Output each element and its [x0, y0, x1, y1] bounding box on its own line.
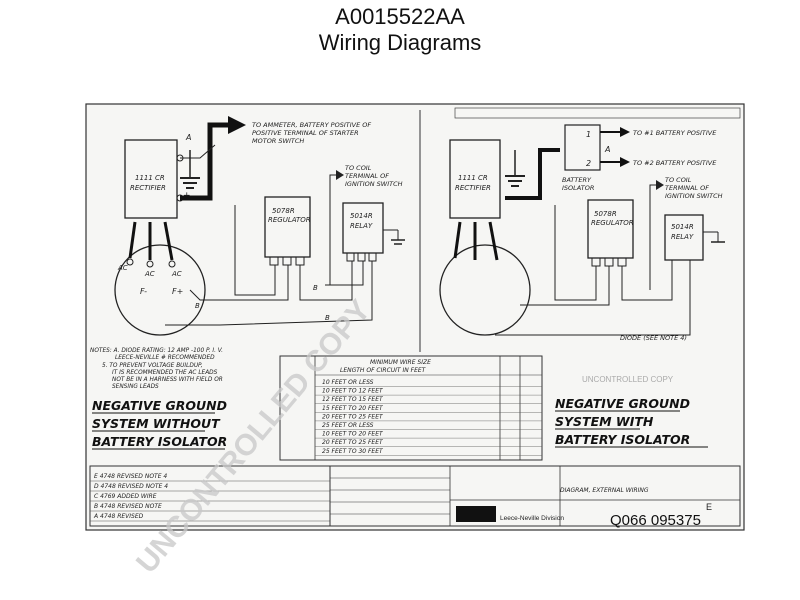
drawing-number: Q066 095375 — [610, 512, 701, 529]
arrow-icon — [228, 116, 246, 134]
svg-text:LENGTH OF CIRCUIT IN FEET: LENGTH OF CIRCUIT IN FEET — [340, 367, 427, 374]
svg-text:TO #2 BATTERY POSITIVE: TO #2 BATTERY POSITIVE — [633, 159, 717, 167]
left-rectifier-label: 1111 CR — [135, 174, 165, 182]
svg-text:1111 CR: 1111 CR — [458, 174, 488, 182]
table-row: 15 FEET TO 20 FEET — [322, 405, 384, 412]
svg-text:B: B — [325, 314, 330, 322]
svg-text:POSITIVE TERMINAL OF STARTER: POSITIVE TERMINAL OF STARTER — [252, 129, 359, 137]
title-block: DIAGRAM, EXTERNAL WIRING Leece-Neville D… — [329, 465, 741, 529]
left-caption-2: SYSTEM WITHOUT — [92, 416, 221, 431]
svg-text:F+: F+ — [172, 287, 183, 296]
svg-text:A: A — [185, 133, 191, 142]
company-name: Leece-Neville Division — [500, 515, 564, 522]
notes-block: NOTES: A. DIODE RATING: 12 AMP -100 P. I… — [90, 348, 223, 390]
right-caption-1: NEGATIVE GROUND — [555, 396, 690, 411]
left-rectifier — [124, 139, 178, 219]
svg-text:5. TO PREVENT VOLTAGE BUILDUP,: 5. TO PREVENT VOLTAGE BUILDUP, — [102, 363, 203, 369]
left-diagram: 1111 CR RECTIFIER A + TO AMMETER, BATTER… — [114, 116, 405, 336]
svg-text:RELAY: RELAY — [671, 233, 694, 241]
svg-text:IGNITION SWITCH: IGNITION SWITCH — [665, 192, 723, 200]
svg-text:SENSING LEADS: SENSING LEADS — [112, 384, 159, 390]
watermark-stamp: UNCONTROLLED COPY — [582, 375, 674, 384]
svg-text:TO COIL: TO COIL — [345, 164, 372, 172]
revision-row: B 4748 REVISED NOTE — [94, 503, 162, 510]
svg-text:NOTES: A. DIODE RATING: 12 AMP: NOTES: A. DIODE RATING: 12 AMP -100 P. I… — [90, 348, 223, 354]
table-row: 25 FEET TO 30 FEET — [322, 448, 384, 455]
battery-isolator — [564, 124, 601, 171]
left-alternator — [114, 244, 206, 336]
table-row: 20 FEET TO 25 FEET — [322, 439, 384, 446]
left-rectifier-label2: RECTIFIER — [130, 184, 166, 192]
table-row: 20 FEET TO 25 FEET — [322, 413, 384, 420]
svg-text:AC: AC — [117, 264, 128, 272]
revision-row: C 4769 ADDED WIRE — [94, 493, 157, 500]
svg-text:NOT BE IN A HARNESS WITH FIELD: NOT BE IN A HARNESS WITH FIELD OR — [112, 377, 223, 383]
svg-text:AC: AC — [171, 270, 182, 278]
svg-text:5014R: 5014R — [350, 212, 373, 220]
title-diagram: DIAGRAM, EXTERNAL WIRING — [560, 487, 649, 494]
table-row: 10 FEET TO 20 FEET — [322, 431, 384, 438]
svg-text:IGNITION SWITCH: IGNITION SWITCH — [345, 180, 403, 188]
right-diagram: 1111 CR RECTIFIER 1 2 A BATTERY ISOLATOR… — [439, 124, 725, 342]
svg-text:RECTIFIER: RECTIFIER — [455, 184, 491, 192]
svg-text:RELAY: RELAY — [350, 222, 373, 230]
left-ammeter-note: TO AMMETER, BATTERY POSITIVE OF — [252, 121, 371, 129]
left-caption-1: NEGATIVE GROUND — [92, 398, 227, 413]
diode-note: DIODE (SEE NOTE 4) — [620, 334, 687, 342]
revision-strip — [454, 107, 741, 119]
right-caption-3: BATTERY ISOLATOR — [555, 432, 690, 447]
right-rectifier — [449, 139, 501, 219]
table-row: 25 FEET OR LESS — [322, 422, 374, 429]
right-caption-2: SYSTEM WITH — [555, 414, 654, 429]
svg-text:5014R: 5014R — [671, 223, 694, 231]
svg-text:TO #1 BATTERY POSITIVE: TO #1 BATTERY POSITIVE — [633, 129, 717, 137]
svg-text:MINIMUM WIRE SIZE: MINIMUM WIRE SIZE — [370, 359, 431, 366]
svg-text:AC: AC — [144, 270, 155, 278]
revision-row: E 4748 REVISED NOTE 4 — [94, 473, 167, 480]
svg-text:BATTERY: BATTERY — [562, 176, 592, 184]
left-output-wire — [180, 122, 230, 201]
svg-text:1: 1 — [586, 130, 591, 139]
svg-text:5078R: 5078R — [272, 207, 295, 215]
drawing-code: A0015522AA — [335, 4, 465, 29]
revision-row: D 4748 REVISED NOTE 4 — [94, 483, 168, 490]
svg-text:B: B — [313, 284, 318, 292]
svg-text:REGULATOR: REGULATOR — [268, 216, 311, 224]
wire-size-table: MINIMUM WIRE SIZE LENGTH OF CIRCUIT IN F… — [279, 355, 543, 461]
svg-text:ISOLATOR: ISOLATOR — [562, 184, 594, 192]
left-caption-3: BATTERY ISOLATOR — [92, 434, 227, 449]
revision-block: E 4748 REVISED NOTE 4 D 4748 REVISED NOTE… — [89, 465, 331, 527]
right-relay — [664, 214, 704, 261]
svg-text:5078R: 5078R — [594, 210, 617, 218]
table-row: 10 FEET OR LESS — [322, 379, 374, 386]
svg-text:IT IS RECOMMENDED THE AC LEADS: IT IS RECOMMENDED THE AC LEADS — [112, 370, 218, 376]
svg-text:TERMINAL OF: TERMINAL OF — [345, 172, 389, 180]
page-title: Wiring Diagrams — [318, 30, 482, 55]
table-row: 12 FEET TO 15 FEET — [322, 396, 384, 403]
revision-row: A 4748 REVISED — [93, 513, 144, 520]
svg-text:A: A — [604, 145, 610, 154]
table-row: 10 FEET TO 12 FEET — [322, 388, 384, 395]
svg-text:F-: F- — [140, 287, 147, 296]
right-alternator — [439, 244, 531, 336]
svg-text:LEECE-NEVILLE # RECOMMENDED: LEECE-NEVILLE # RECOMMENDED — [115, 355, 215, 361]
svg-text:TERMINAL OF: TERMINAL OF — [665, 184, 709, 192]
svg-text:TO COIL: TO COIL — [665, 176, 692, 184]
sheet-size: E — [706, 502, 712, 512]
svg-text:B: B — [195, 302, 200, 310]
svg-text:REGULATOR: REGULATOR — [591, 219, 634, 227]
svg-text:2: 2 — [586, 159, 591, 168]
svg-text:MOTOR SWITCH: MOTOR SWITCH — [252, 137, 304, 145]
